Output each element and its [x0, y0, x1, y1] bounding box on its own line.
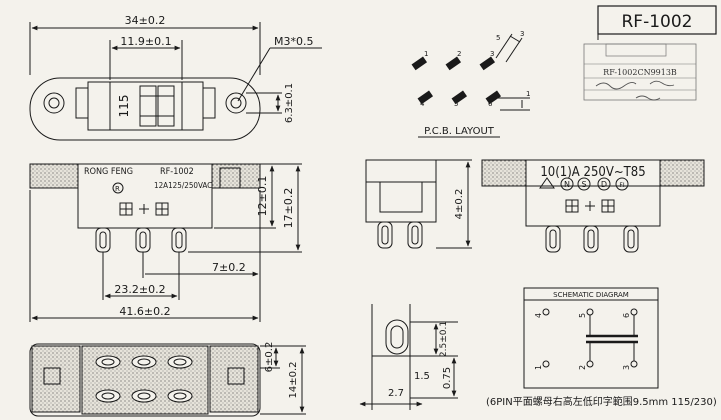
dim-terminal-width: 2.7 — [388, 388, 404, 399]
side-view — [365, 159, 472, 249]
dim-side-height: 4±0.2 — [454, 189, 465, 220]
schematic-pin-2: 2 — [578, 365, 587, 370]
schematic-pin-5: 5 — [578, 313, 587, 318]
switch-label: 115 — [117, 95, 131, 118]
footnote: (6PIN平面螺母右高左低印字範围9.5mm 115/230) — [486, 395, 717, 408]
dim-overall-width: 34±0.2 — [125, 14, 166, 27]
dim-terminal-a: 2.5±0.1 — [439, 321, 449, 357]
pcb-layout — [411, 33, 530, 138]
mark-fi: FI — [619, 182, 624, 189]
pcb-dim-b: 3 — [520, 30, 524, 38]
rating-label: 12A125/250VAC — [154, 181, 212, 190]
labels: RF-1002 RF-1002CN9913B 34±0.2 11.9±0.1 M… — [84, 12, 717, 408]
schematic-title: SCHEMATIC DIAGRAM — [553, 291, 629, 299]
schematic-pin-6: 6 — [622, 313, 631, 318]
dim-pin-span: 23.2±0.2 — [114, 283, 165, 296]
pcb-title: P.C.B. LAYOUT — [424, 126, 495, 137]
dim-body-height: 12±0.1 — [256, 176, 269, 217]
dim-inner-width: 11.9±0.1 — [120, 35, 171, 48]
dim-total-height: 17±0.2 — [282, 188, 295, 229]
bottom-view — [29, 343, 306, 417]
front-model-label: RF-1002 — [160, 167, 194, 177]
dim-bottom-b: 14±0.2 — [288, 361, 299, 398]
pcb-pin-2: 2 — [457, 50, 461, 58]
title-block — [597, 5, 717, 40]
pcb-pin-3: 3 — [490, 50, 494, 58]
schematic-pin-1: 1 — [534, 365, 543, 370]
stamp-line-1: RF-1002CN9913B — [603, 68, 677, 77]
dim-terminal-c: 0.75 — [442, 367, 453, 389]
dim-bottom-a: 6±0.2 — [264, 342, 275, 373]
front-view — [29, 163, 302, 322]
pcb-dim-a: 5 — [496, 34, 500, 42]
rear-view — [481, 159, 705, 253]
mark-d: D — [601, 180, 607, 189]
model-title: RF-1002 — [622, 12, 693, 32]
dim-total-width: 41.6±0.2 — [119, 305, 170, 318]
pcb-pin-5: 5 — [454, 100, 458, 108]
dim-screw: M3*0.5 — [274, 35, 313, 48]
brand-label: RONG FENG — [84, 167, 133, 177]
rear-rating: 10(1)A 250V~T85 — [540, 165, 645, 180]
schematic-pin-3: 3 — [622, 365, 631, 370]
schematic-pin-4: 4 — [534, 313, 543, 318]
mark-s: S — [581, 180, 586, 189]
pcb-pin-4: 4 — [420, 100, 425, 108]
terminal-detail — [359, 304, 458, 410]
mark-n: N — [564, 180, 570, 189]
dim-height-top: 6.3±0.1 — [284, 83, 295, 123]
ul-mark: R — [115, 185, 120, 193]
top-view — [29, 22, 322, 141]
pcb-pin-6: 6 — [488, 100, 493, 108]
pcb-pin-1: 1 — [424, 50, 428, 58]
pcb-dim-c: 1 — [526, 90, 530, 98]
approval-stamp — [583, 43, 697, 101]
dim-pin-pitch: 7±0.2 — [212, 261, 246, 274]
dim-terminal-b: 1.5 — [414, 371, 430, 382]
schematic-diagram — [523, 287, 659, 389]
